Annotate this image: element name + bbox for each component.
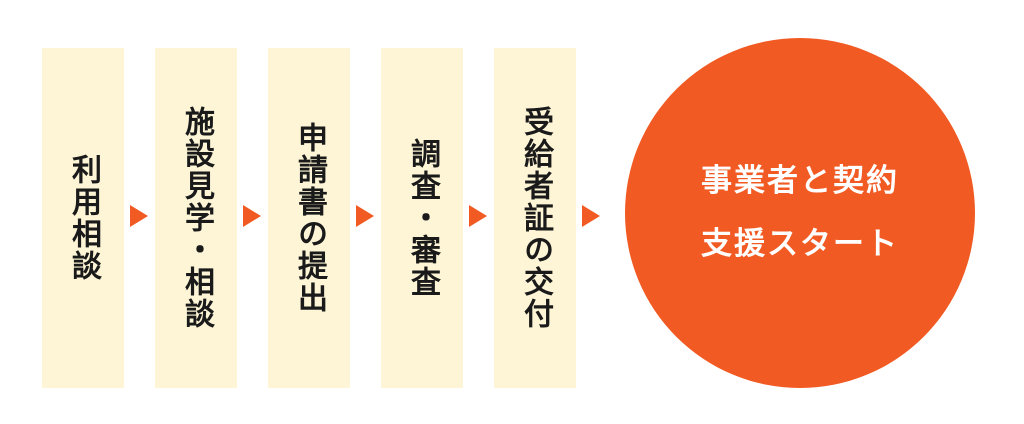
arrow-4 bbox=[469, 205, 487, 227]
step-box-2: 施設見学・相談 bbox=[155, 48, 237, 388]
goal-line-1: 事業者と契約 bbox=[701, 163, 899, 199]
step-box-5: 受給者証の交付 bbox=[494, 48, 576, 388]
step-label: 施設見学・相談 bbox=[179, 106, 214, 330]
arrow-3 bbox=[356, 205, 374, 227]
step-box-1: 利用相談 bbox=[42, 48, 124, 388]
step-label: 利用相談 bbox=[66, 154, 101, 282]
step-box-3: 申請書の提出 bbox=[268, 48, 350, 388]
step-box-4: 調査・審査 bbox=[381, 48, 463, 388]
step-label: 受給者証の交付 bbox=[518, 106, 553, 330]
step-label: 申請書の提出 bbox=[292, 122, 327, 314]
arrow-5 bbox=[582, 205, 600, 227]
arrow-2 bbox=[243, 205, 261, 227]
step-label: 調査・審査 bbox=[405, 138, 440, 298]
goal-line-2: 支援スタート bbox=[701, 226, 899, 262]
arrow-1 bbox=[130, 205, 148, 227]
goal-circle: 事業者と契約 支援スタート bbox=[625, 38, 975, 388]
